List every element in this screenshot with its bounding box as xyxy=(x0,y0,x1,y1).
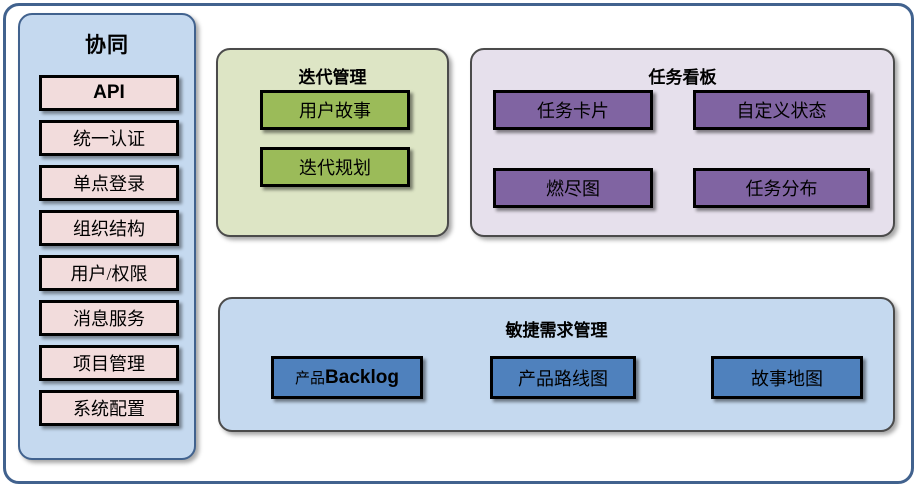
box-burndown-chart[interactable]: 燃尽图 xyxy=(493,168,653,208)
panel-collaboration-title: 协同 xyxy=(85,34,129,57)
sidebar-item-unified-auth[interactable]: 统一认证 xyxy=(39,120,179,156)
panel-iteration-management[interactable]: 迭代管理 用户故事 迭代规划 xyxy=(216,48,449,237)
panel-iteration-management-title: 迭代管理 xyxy=(298,68,367,87)
box-task-card[interactable]: 任务卡片 xyxy=(493,90,653,130)
box-product-backlog-latin: Backlog xyxy=(325,366,399,388)
box-task-distribution[interactable]: 任务分布 xyxy=(693,168,870,208)
panel-task-board[interactable]: 任务看板 任务卡片 自定义状态 燃尽图 任务分布 xyxy=(470,48,895,237)
sidebar-item-org-structure[interactable]: 组织结构 xyxy=(39,210,179,246)
box-story-map[interactable]: 故事地图 xyxy=(711,356,863,399)
box-iteration-planning[interactable]: 迭代规划 xyxy=(260,147,410,187)
sidebar-item-list: API 统一认证 单点登录 组织结构 用户/权限 消息服务 项目管理 系统配置 xyxy=(39,75,179,435)
sidebar-item-api[interactable]: API xyxy=(39,75,179,111)
box-product-backlog-cjk: 产品 xyxy=(295,371,326,387)
panel-collaboration[interactable]: 协同 API 统一认证 单点登录 组织结构 用户/权限 消息服务 项目管理 系统… xyxy=(18,13,196,460)
panel-agile-requirements-title: 敏捷需求管理 xyxy=(505,321,608,340)
sidebar-item-project-management[interactable]: 项目管理 xyxy=(39,345,179,381)
panel-task-board-title: 任务看板 xyxy=(648,68,717,87)
sidebar-item-user-permission[interactable]: 用户/权限 xyxy=(39,255,179,291)
box-user-story[interactable]: 用户故事 xyxy=(260,90,410,130)
sidebar-item-single-sign-on[interactable]: 单点登录 xyxy=(39,165,179,201)
box-product-roadmap[interactable]: 产品路线图 xyxy=(490,356,636,399)
sidebar-item-message-service[interactable]: 消息服务 xyxy=(39,300,179,336)
sidebar-item-system-config[interactable]: 系统配置 xyxy=(39,390,179,426)
box-custom-status[interactable]: 自定义状态 xyxy=(693,90,870,130)
